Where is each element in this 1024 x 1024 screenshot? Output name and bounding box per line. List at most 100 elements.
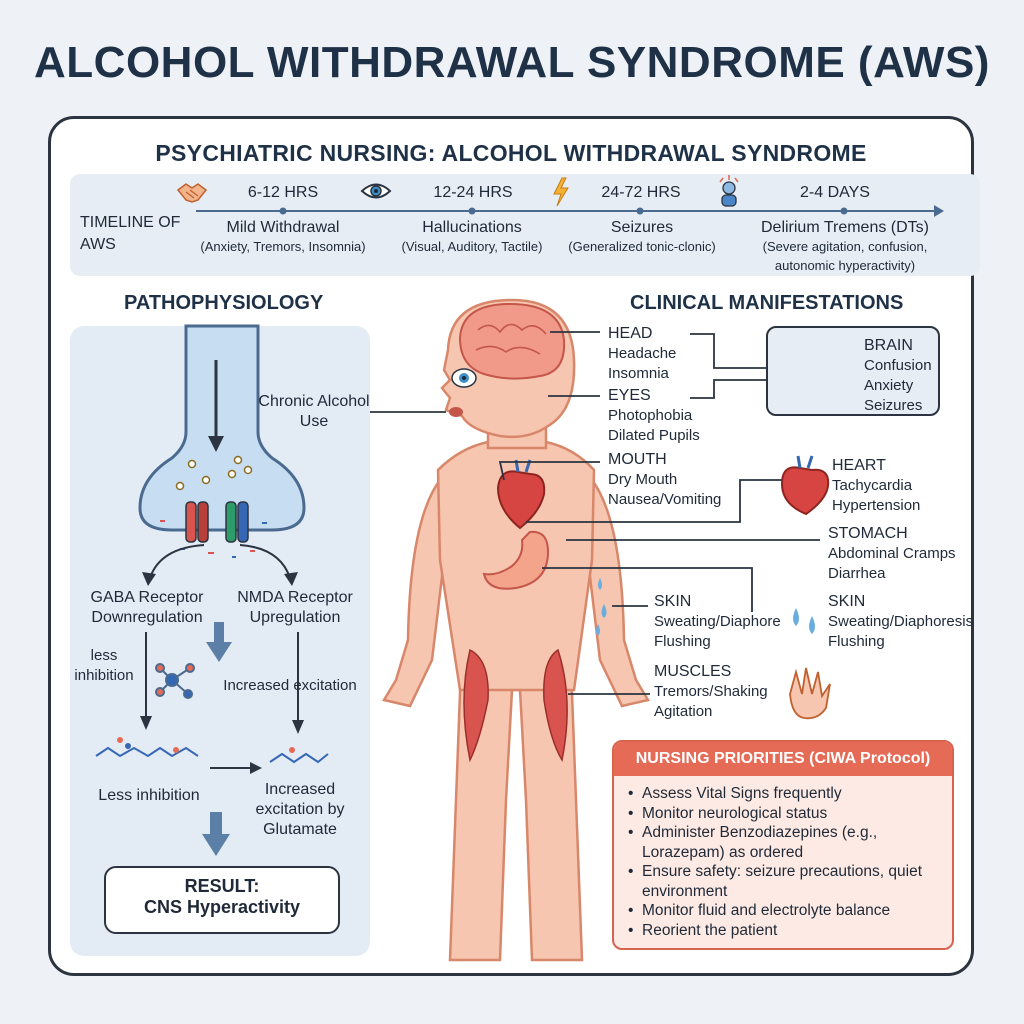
nursing-priorities-box: NURSING PRIORITIES (CIWA Protocol) Asses… (612, 740, 954, 950)
stage-4: Delirium Tremens (DTs) (Severe agitation… (738, 218, 952, 275)
brain-icon (458, 302, 566, 380)
nursing-priorities-list: Assess Vital Signs frequently Monitor ne… (614, 784, 952, 940)
skin-right-item-1: Sweating/Diaphoresis (828, 613, 974, 630)
mouth-group: MOUTH Dry Mouth Nausea/Vomiting (608, 450, 748, 510)
nursing-priorities-title: NURSING PRIORITIES (CIWA Protocol) (614, 742, 952, 776)
eye-icon (451, 368, 477, 388)
brain-item-2: Anxiety (864, 377, 914, 394)
handshake-icon (176, 183, 208, 203)
skin-right-title: SKIN (828, 593, 866, 610)
stage-phase-3: Seizures (610, 219, 674, 236)
molecule-icon (155, 663, 195, 699)
priority-item: Monitor neurological status (628, 804, 952, 824)
chronic-alcohol-label: Chronic Alcohol Use (258, 393, 370, 430)
stomach-group: STOMACH Abdominal Cramps Diarrhea (828, 524, 968, 584)
gaba-label: GABA Receptor Downregulation (90, 589, 204, 626)
heart-right-icon (780, 455, 830, 516)
heart-title: HEART (832, 457, 886, 474)
timeline-label: TIMELINE OF AWS (80, 214, 181, 253)
muscle-right-icon (543, 648, 568, 763)
result-label: RESULT: (184, 876, 260, 896)
priority-item: Assess Vital Signs frequently (628, 784, 952, 804)
skin-left-title: SKIN (654, 593, 692, 610)
stomach-title: STOMACH (828, 525, 908, 542)
increased-glutamate-label: Increased excitation by Glutamate (255, 781, 345, 838)
mouth-title: MOUTH (608, 451, 667, 468)
increased-excitation-label: Increased excitation (223, 677, 357, 694)
eyes-item-2: Dilated Pupils (608, 427, 700, 444)
priority-item: Reorient the patient (628, 921, 952, 941)
nmda-label: NMDA Receptor Upregulation (237, 589, 353, 626)
muscles-item-1: Tremors/Shaking (654, 683, 768, 700)
less-inhibition-small-label: less inhibition (74, 647, 134, 684)
skin-left-group: SKIN Sweating/Diaphore Flushing (654, 592, 786, 652)
less-inhibition-label: Less inhibition (98, 787, 200, 804)
head-group: HEAD Headache Insomnia (608, 324, 718, 384)
stage-time-1: 6-12 HRS (247, 184, 319, 201)
skin-right-item-2: Flushing (828, 633, 885, 650)
muscles-item-2: Agitation (654, 703, 713, 720)
down-arrow-icon (206, 622, 232, 662)
sweat-drops-right-icon (793, 608, 815, 634)
stomach-item-1: Abdominal Cramps (828, 545, 956, 562)
neurotransmitter-vesicles (175, 455, 253, 491)
mouth-item-2: Nausea/Vomiting (608, 491, 722, 508)
stage-detail-2: (Visual, Auditory, Tactile) (401, 239, 543, 254)
muscles-group: MUSCLES Tremors/Shaking Agitation (654, 662, 786, 722)
stage-time-3: 24-72 HRS (601, 184, 681, 201)
mouth-icon (449, 407, 463, 417)
priority-item: Ensure safety: seizure precautions, quie… (628, 862, 952, 901)
shaking-hand-icon (789, 667, 831, 720)
stage-2: Hallucinations (Visual, Auditory, Tactil… (382, 218, 562, 256)
eye-icon (360, 183, 392, 199)
result-value: CNS Hyperactivity (143, 897, 301, 917)
stomach-icon (482, 530, 550, 590)
timeline-band (70, 174, 980, 276)
agitated-person-icon (719, 175, 739, 207)
muscles-title: MUSCLES (654, 663, 732, 680)
brain-box: BRAIN Confusion Anxiety Seizures (766, 326, 940, 416)
heart-item-1: Tachycardia (832, 477, 913, 494)
priority-item: Administer Benzodiazepines (e.g., Loraze… (628, 823, 952, 862)
brain-item-1: Confusion (864, 357, 932, 374)
timeline-arrowhead (934, 205, 944, 217)
subtitle: PSYCHIATRIC NURSING: ALCOHOL WITHDRAWAL … (155, 140, 867, 166)
mouth-item-1: Dry Mouth (608, 471, 678, 488)
result-arrow-icon (202, 812, 230, 856)
skin-left-item-1: Sweating/Diaphore (654, 613, 781, 630)
brain-group: BRAIN Confusion Anxiety Seizures (864, 336, 940, 416)
head-title: HEAD (608, 325, 653, 342)
stage-detail-3: (Generalized tonic-clonic) (568, 239, 716, 254)
eyes-title: EYES (608, 387, 651, 404)
stage-1: Mild Withdrawal (Anxiety, Tremors, Insom… (190, 218, 376, 256)
clinical-heading: CLINICAL MANIFESTATIONS (630, 292, 904, 314)
stage-detail-4: (Severe agitation, confusion, autonomic … (762, 239, 928, 273)
stage-phase-4: Delirium Tremens (DTs) (760, 219, 929, 236)
skin-left-item-2: Flushing (654, 633, 711, 650)
stage-time-2: 12-24 HRS (433, 184, 513, 201)
nmda-receptor-icon (225, 501, 249, 543)
skin-right-group: SKIN Sweating/Diaphoresis Flushing (828, 592, 974, 652)
heart-item-2: Hypertension (832, 497, 921, 514)
stage-time-4: 2-4 DAYS (800, 184, 870, 201)
gaba-receptor-icon (185, 501, 209, 543)
stage-phase-1: Mild Withdrawal (226, 219, 340, 236)
synapse-terminal (138, 324, 306, 532)
pathophysiology-heading: PATHOPHYSIOLOGY (124, 292, 324, 314)
brain-item-3: Seizures (864, 397, 923, 414)
head-item-2: Insomnia (608, 365, 669, 382)
priority-item: Monitor fluid and electrolyte balance (628, 901, 952, 921)
head-item-1: Headache (608, 345, 677, 362)
stage-3: Seizures (Generalized tonic-clonic) (560, 218, 724, 256)
eyes-group: EYES Photophobia Dilated Pupils (608, 386, 728, 446)
page-title: ALCOHOL WITHDRAWAL SYNDROME (AWS) (34, 38, 990, 87)
glutamate-molecule-icon (269, 747, 329, 764)
stage-phase-2: Hallucinations (422, 219, 522, 236)
stomach-item-2: Diarrhea (828, 565, 886, 582)
heart-group: HEART Tachycardia Hypertension (832, 456, 952, 516)
eyes-item-1: Photophobia (608, 407, 693, 424)
result-box: RESULT: CNS Hyperactivity (104, 866, 340, 934)
